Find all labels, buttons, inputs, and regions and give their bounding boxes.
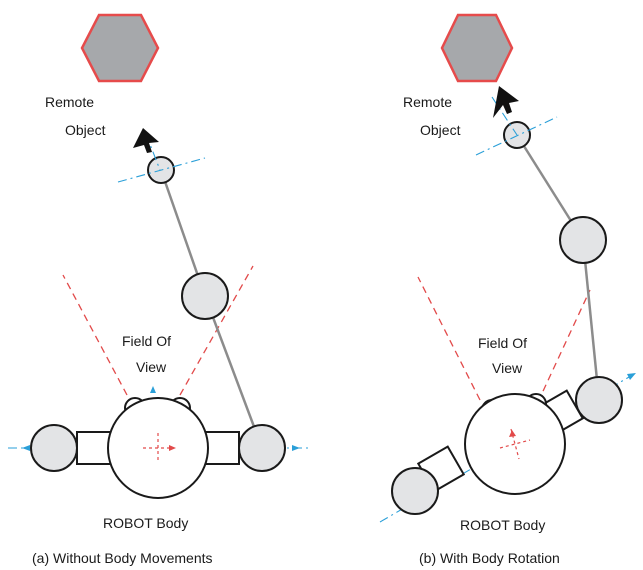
- arm-link-lower: [203, 295, 264, 449]
- robot-body-label: ROBOT Body: [103, 515, 188, 531]
- arrow-pointer-icon: [493, 86, 519, 118]
- hexagon-object-icon: [440, 13, 514, 83]
- wrist-axis-line: [117, 157, 206, 183]
- fov-left-line: [62, 274, 128, 396]
- left-joint: [30, 424, 78, 472]
- remote-object-label-line1: Remote: [45, 94, 94, 110]
- fov-label-line2: View: [136, 359, 167, 375]
- center-arrow-icon: [169, 445, 176, 451]
- fov-left-line: [417, 276, 481, 401]
- right-joint: [238, 424, 286, 472]
- left-shoulder-box: [76, 431, 112, 465]
- panel-b: Remote Object Field Of View ROBOT B: [379, 13, 637, 566]
- remote-object-label-line1: Remote: [403, 94, 452, 110]
- fov-right-line: [537, 289, 591, 403]
- center-arrow-icon: [509, 430, 516, 437]
- wrist-axis-line: [475, 116, 558, 156]
- arm-link-lower: [581, 239, 601, 401]
- fov-label-line1: Field Of: [122, 333, 171, 349]
- panel-a: Remote Object Field Of View: [8, 13, 308, 566]
- robot-body: [464, 393, 566, 495]
- remote-object-label-line2: Object: [420, 122, 461, 138]
- arrow-pointer-icon: [133, 128, 159, 153]
- axis-arrow-right-icon: [627, 373, 636, 380]
- body-center-v: [510, 428, 520, 460]
- right-joint: [575, 376, 623, 424]
- fov-right-line: [179, 265, 254, 396]
- elbow-joint: [181, 272, 229, 320]
- left-joint: [391, 467, 439, 515]
- fov-label-line1: Field Of: [478, 335, 527, 351]
- body-center-h: [499, 439, 531, 449]
- axis-arrow-left-icon: [22, 445, 30, 451]
- fov-label-line2: View: [492, 360, 523, 376]
- panel-b-caption: (b) With Body Rotation: [419, 550, 560, 566]
- hexagon-object-icon: [80, 13, 160, 83]
- remote-object-label-line2: Object: [65, 122, 106, 138]
- fov-arrow-icon: [150, 386, 156, 393]
- robot-body-label: ROBOT Body: [460, 517, 545, 533]
- panel-a-caption: (a) Without Body Movements: [32, 550, 213, 566]
- right-shoulder-box: [204, 431, 240, 465]
- axis-arrow-right-icon: [292, 445, 300, 451]
- elbow-joint: [559, 216, 607, 264]
